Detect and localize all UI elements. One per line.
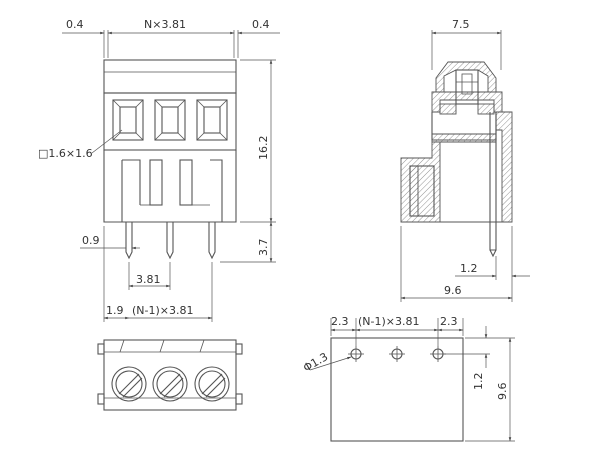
side-pin-offset-dimension (455, 226, 530, 302)
side-view: 7.5 1.2 (400, 18, 530, 302)
dim-pin-length: 3.7 (257, 239, 270, 257)
pin-span-dimension (103, 226, 213, 322)
side-wire-entry-wall (409, 165, 419, 217)
top-view-tab-left-bottom (97, 393, 105, 405)
side-right-wall (495, 111, 513, 223)
dim-right-gap: 0.4 (252, 18, 270, 31)
dim-pcb-right: 2.3 (440, 315, 458, 328)
dim-side-base: 9.6 (444, 284, 462, 297)
dim-left-gap: 0.4 (66, 18, 84, 31)
side-screw-slot (461, 73, 473, 95)
front-view: 0.4 N×3.81 0.4 16.2 3.7 □1.6×1.6 0.9 (38, 18, 280, 322)
dim-pin-pitch: 3.81 (136, 273, 161, 286)
dim-side-width: 7.5 (452, 18, 470, 31)
front-body (103, 92, 237, 151)
front-lower-body (103, 150, 237, 223)
pcb-holes (348, 346, 446, 362)
side-base-dimension (400, 226, 513, 302)
dim-pcb-hole-offset: 1.2 (472, 373, 485, 391)
front-top-dimensions (62, 30, 280, 58)
pin-width-dimension (80, 242, 140, 252)
front-pins (125, 222, 216, 260)
side-clamp-housing (435, 61, 497, 93)
side-clamp-box (431, 91, 503, 113)
side-pin (489, 112, 497, 251)
dim-pitch: N×3.81 (144, 18, 186, 31)
dim-pcb-left: 2.3 (331, 315, 349, 328)
front-height-dimensions (220, 59, 276, 263)
top-view-tab-right (235, 343, 243, 355)
pin-pitch-dimension (128, 262, 171, 290)
top-view-ribs (119, 339, 205, 353)
wire-entries (121, 159, 223, 222)
top-view-body (103, 339, 237, 411)
dim-pcb-hole-dia: Φ1.3 (301, 350, 330, 374)
top-view-screws (111, 366, 230, 402)
side-screw (455, 69, 479, 105)
dim-first-pin: 1.9 (106, 304, 124, 317)
side-mid-rib (431, 133, 497, 143)
screw-openings (112, 99, 228, 141)
side-clamp-plate-right (477, 103, 495, 115)
front-top-body (103, 59, 237, 94)
pcb-right-dimensions (444, 326, 515, 442)
hole-size-label: □1.6×1.6 (38, 147, 93, 160)
dim-side-pin-offset: 1.2 (460, 262, 478, 275)
top-view-tab-left (97, 343, 105, 355)
dim-pin-width: 0.9 (82, 234, 100, 247)
dim-pcb-span: (N-1)×3.81 (358, 315, 420, 328)
top-view-tab-right-bottom (235, 393, 243, 405)
pcb-top-dimensions (330, 318, 464, 346)
hole-leader (91, 129, 123, 154)
top-view (97, 339, 243, 411)
dim-height: 16.2 (257, 136, 270, 161)
side-clamp-plate (439, 103, 457, 115)
dim-pcb-height: 9.6 (496, 383, 509, 401)
pcb-layout-view: 2.3 (N-1)×3.81 2.3 Φ1.3 1.2 9.6 (301, 315, 515, 442)
dim-span: (N-1)×3.81 (132, 304, 194, 317)
pcb-outline (330, 337, 464, 442)
pcb-hole-leader (309, 356, 352, 371)
side-width-dimension (431, 30, 502, 70)
